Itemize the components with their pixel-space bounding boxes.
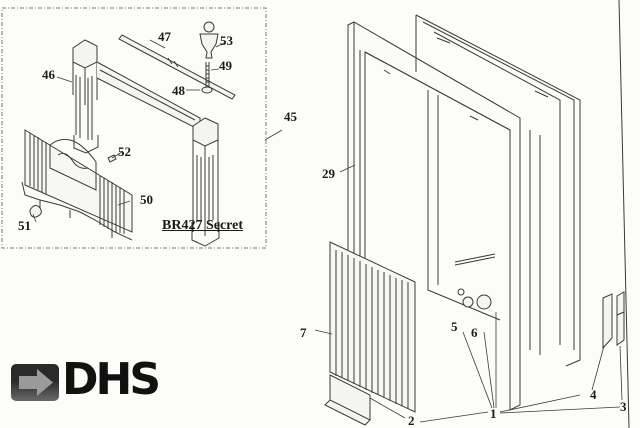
label-part-48: 48 [172, 83, 185, 98]
base-plate-part-2 [324, 374, 371, 426]
stud-part-49 [205, 62, 210, 88]
label-part-6: 6 [471, 325, 478, 340]
arrow-right-icon [11, 364, 59, 401]
label-part-4: 4 [590, 387, 597, 402]
mantel-frame-part-46 [72, 39, 220, 247]
label-part-2: 2 [408, 413, 415, 428]
model-title: BR427 Secret [162, 218, 243, 233]
grommet-part-6 [476, 294, 492, 310]
clip-part-51 [29, 204, 42, 218]
label-part-49: 49 [219, 58, 232, 73]
finial-part-53 [199, 21, 219, 59]
label-part-50: 50 [140, 192, 153, 207]
bracket-part-3 [616, 291, 625, 346]
front-panel-part-50 [21, 129, 133, 241]
label-part-46: 46 [42, 67, 55, 82]
label-group-45: 45 [284, 109, 297, 124]
page-edge-line [618, 0, 630, 428]
fluted-panel-part-7 [329, 241, 416, 413]
label-part-1: 1 [490, 406, 497, 421]
logo-text: DHS [62, 354, 161, 405]
dhs-logo: DHS [11, 358, 183, 402]
inset-dashed-border [1, 7, 267, 249]
label-part-53: 53 [220, 33, 233, 48]
grommet-part-5 [462, 296, 474, 308]
label-part-52: 52 [118, 144, 131, 159]
leader-lines [32, 39, 623, 423]
label-part-51: 51 [18, 218, 31, 233]
label-part-47: 47 [158, 29, 171, 44]
label-part-3: 3 [620, 399, 627, 414]
firebox-back-panel [415, 14, 581, 367]
label-part-7: 7 [300, 325, 307, 340]
nut-part-48 [201, 86, 213, 94]
label-part-29: 29 [322, 166, 335, 181]
label-part-5: 5 [451, 319, 458, 334]
bracket-part-4 [602, 293, 613, 350]
